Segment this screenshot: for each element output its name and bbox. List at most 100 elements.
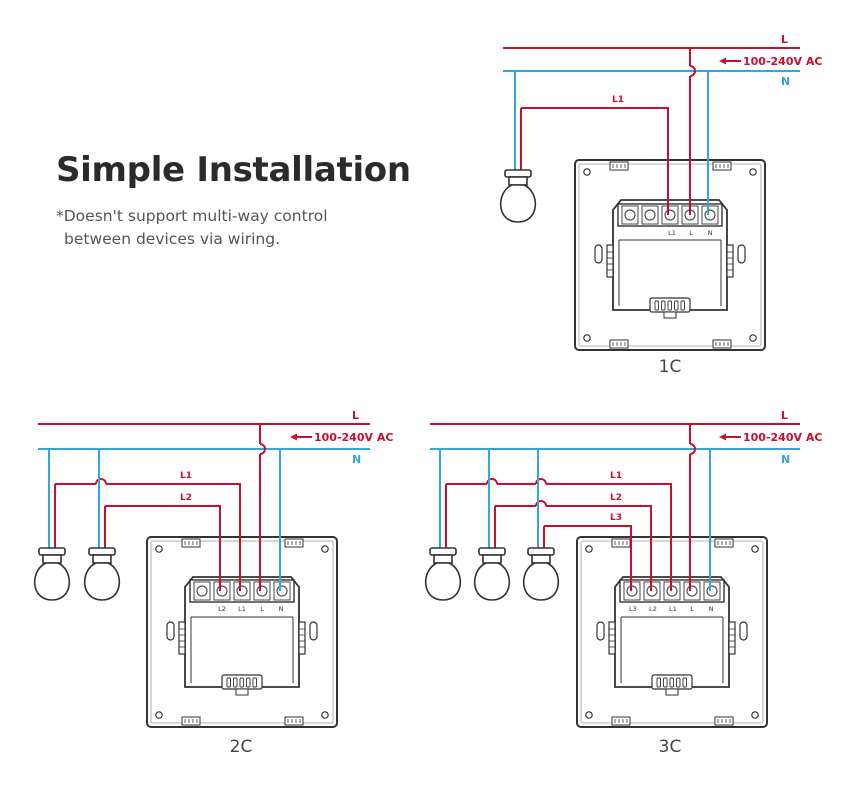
module-latch <box>665 688 679 696</box>
mounting-hole <box>585 711 593 719</box>
terminal-screw-icon <box>256 585 268 597</box>
switch-plate-inner-edge <box>578 163 762 347</box>
wire-crossover <box>486 478 498 485</box>
diagram-caption: 3C <box>659 737 682 757</box>
bulb-socket-icon <box>527 547 555 556</box>
terminal-label: L <box>689 229 693 237</box>
grip-rib <box>246 677 251 688</box>
plate-clip <box>714 538 734 548</box>
terminal-label: L <box>690 605 694 613</box>
bulb-socket-icon <box>88 547 116 556</box>
grip-rib <box>239 677 244 688</box>
light-bulb-icon <box>473 562 511 601</box>
mounting-hole <box>321 711 329 719</box>
grip-rib <box>674 300 679 311</box>
grip-rib <box>682 677 687 688</box>
module-side-tab <box>726 244 734 278</box>
wire-crossover <box>259 443 266 455</box>
switch-module-body <box>184 576 300 688</box>
terminal-screw-icon <box>686 585 698 597</box>
load-wire <box>546 505 652 591</box>
load-wire <box>544 525 632 591</box>
grip-rib <box>226 677 231 688</box>
module-side-tab <box>608 621 616 655</box>
mounting-hole <box>583 168 591 176</box>
voltage-label: 100-240V AC <box>314 431 393 444</box>
light-bulb-icon <box>499 184 537 223</box>
light-bulb-icon <box>522 562 560 601</box>
bulb-base-icon <box>482 554 502 564</box>
terminal-screw-icon <box>196 585 208 597</box>
bulb-base-icon <box>508 176 528 186</box>
terminal-screw-icon <box>216 585 228 597</box>
wire-crossover <box>95 478 107 485</box>
load-wire <box>106 483 241 591</box>
voltage-label: 100-240V AC <box>743 431 822 444</box>
bulb-socket-icon <box>504 169 532 178</box>
voltage-arrow-head-icon <box>719 57 726 65</box>
terminal-screw-icon <box>236 585 248 597</box>
plate-clip <box>712 339 732 349</box>
terminal-label: L <box>260 605 264 613</box>
plate-clip <box>181 538 201 548</box>
load-wire <box>105 505 221 591</box>
terminal-label: L1 <box>238 605 246 613</box>
plate-clip <box>181 716 201 726</box>
grip-rib <box>661 300 666 311</box>
terminal-screw-icon <box>706 585 718 597</box>
light-bulb-icon <box>33 562 71 601</box>
light-bulb-icon <box>83 562 121 601</box>
plate-clip <box>611 716 631 726</box>
plate-clip <box>712 161 732 171</box>
voltage-arrow-head-icon <box>719 433 726 441</box>
mounting-hole <box>155 711 163 719</box>
load-line-label: L3 <box>610 513 622 523</box>
terminal-label: N <box>279 605 284 613</box>
live-line-label: L <box>781 409 788 422</box>
grip-rib <box>663 677 668 688</box>
terminal-screw-icon <box>704 209 716 221</box>
side-slot <box>739 621 748 641</box>
plate-clip <box>609 161 629 171</box>
live-line-label: L <box>352 409 359 422</box>
bulb-base-icon <box>92 554 112 564</box>
mounting-hole <box>751 545 759 553</box>
load-line-label: L1 <box>180 471 192 481</box>
bulb-base-icon <box>531 554 551 564</box>
module-side-tab <box>606 244 614 278</box>
side-slot <box>309 621 318 641</box>
terminal-label: L1 <box>668 229 676 237</box>
module-latch <box>235 688 249 696</box>
mounting-hole <box>749 168 757 176</box>
light-bulb-icon <box>424 562 462 601</box>
wiring-note-line-2: between devices via wiring. <box>64 230 281 248</box>
terminal-label: L2 <box>649 605 657 613</box>
bulb-base-icon <box>433 554 453 564</box>
mounting-hole <box>155 545 163 553</box>
mounting-hole <box>585 545 593 553</box>
wire-crossover <box>689 443 696 455</box>
wire-crossover <box>535 500 547 507</box>
mounting-hole <box>583 334 591 342</box>
terminal-screw-icon <box>624 209 636 221</box>
load-wire <box>521 107 669 215</box>
module-side-tab <box>728 621 736 655</box>
load-wire <box>546 483 672 591</box>
wire-crossover <box>689 65 696 77</box>
neutral-line-label: N <box>352 453 361 466</box>
side-slot <box>166 621 175 641</box>
grip-rib <box>654 300 659 311</box>
voltage-label: 100-240V AC <box>743 55 822 68</box>
module-side-tab <box>178 621 186 655</box>
grip-rib <box>252 677 257 688</box>
load-line-label: L2 <box>180 493 192 503</box>
plate-clip <box>609 339 629 349</box>
wire-crossover <box>535 478 547 485</box>
switch-plate-inner-edge <box>150 540 334 724</box>
module-side-tab <box>298 621 306 655</box>
page-title: Simple Installation <box>56 150 411 190</box>
plate-clip <box>284 538 304 548</box>
neutral-line-label: N <box>781 75 790 88</box>
